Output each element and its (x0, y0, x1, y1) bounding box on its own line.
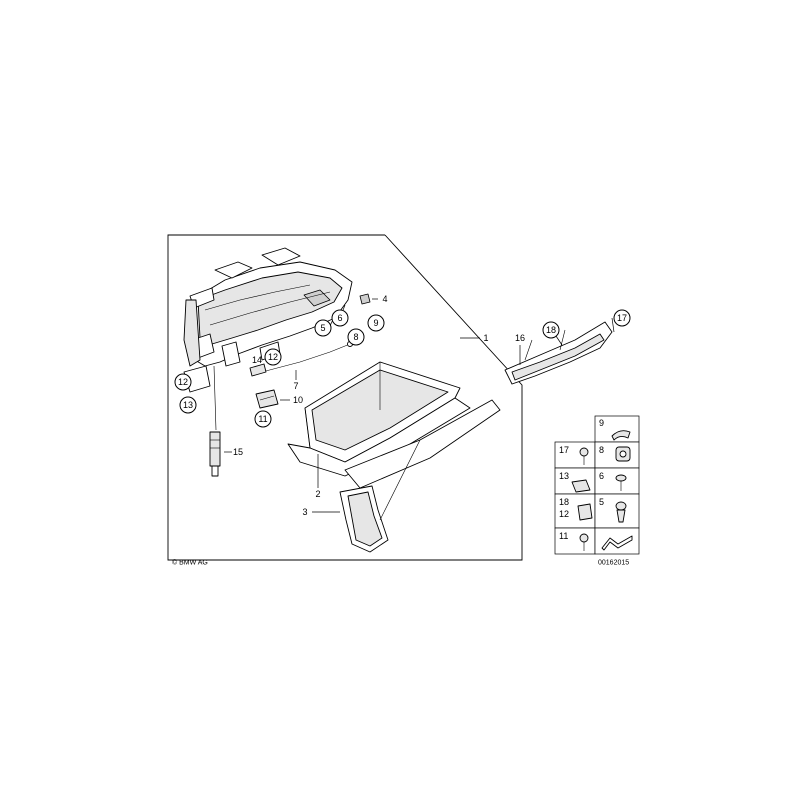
svg-text:6: 6 (337, 313, 342, 323)
svg-text:12: 12 (268, 352, 278, 362)
clip-4-part (359, 293, 371, 305)
legend-label-5: 5 (599, 497, 604, 507)
callout-16: 16 (515, 333, 525, 343)
fastener-legend: 9 17 8 13 6 18 12 5 (554, 415, 640, 555)
callout-12-upper: 12 (264, 348, 282, 366)
callout-3: 3 (302, 507, 307, 517)
legend-label-18: 18 (559, 497, 569, 507)
svg-text:9: 9 (373, 318, 378, 328)
callout-12-left: 12 (174, 373, 192, 391)
push-pin-icon (615, 474, 627, 491)
svg-text:12: 12 (178, 377, 188, 387)
copyright-label: © BMW AG (172, 559, 208, 567)
screw-11-icon (579, 533, 589, 551)
legend-label-17: 17 (559, 445, 569, 455)
legend-label-12: 12 (559, 509, 569, 519)
clip-icon (611, 430, 631, 441)
glovebox-part (287, 361, 471, 477)
main-frame (167, 234, 523, 561)
svg-text:4: 4 (382, 294, 387, 304)
callout-1: 1 (483, 333, 488, 343)
svg-text:8: 8 (353, 332, 358, 342)
support-frame-part (183, 247, 353, 431)
callout-13: 13 (179, 396, 197, 414)
cable-7-part (261, 343, 351, 373)
legend-label-6: 6 (599, 471, 604, 481)
svg-text:18: 18 (546, 325, 556, 335)
screw-icon (579, 447, 589, 465)
callout-17: 17 (613, 309, 631, 327)
svg-text:3: 3 (302, 507, 307, 517)
callout-8: 8 (347, 328, 365, 346)
legend-label-8: 8 (599, 445, 604, 455)
svg-text:10: 10 (293, 395, 303, 405)
callout-4: 4 (382, 294, 387, 304)
svg-text:15: 15 (233, 447, 243, 457)
svg-text:16: 16 (515, 333, 525, 343)
svg-text:11: 11 (258, 414, 267, 424)
arrow-icon (601, 535, 633, 551)
nut-icon (615, 446, 631, 462)
spring-14-part (249, 363, 267, 377)
callout-14: 14 (252, 355, 262, 365)
trim-16-part (504, 321, 613, 385)
svg-text:2: 2 (315, 489, 320, 499)
bracket-clip-icon (571, 479, 591, 493)
damper-15-part (209, 431, 221, 477)
svg-text:5: 5 (320, 323, 325, 333)
svg-text:1: 1 (483, 333, 488, 343)
callout-2: 2 (315, 489, 320, 499)
svg-text:14: 14 (252, 355, 262, 365)
callout-10: 10 (293, 395, 303, 405)
callout-11: 11 (254, 410, 272, 428)
callout-7: 7 (293, 381, 298, 391)
callout-6: 6 (331, 309, 349, 327)
spring-clip-icon (577, 503, 593, 521)
callout-18: 18 (542, 321, 560, 339)
callout-5: 5 (314, 319, 332, 337)
svg-text:17: 17 (617, 313, 627, 323)
legend-label-13: 13 (559, 471, 569, 481)
rivet-icon (615, 501, 627, 523)
latch-10-part (255, 389, 279, 409)
drawing-number: 00162015 (598, 560, 629, 567)
callout-9: 9 (367, 314, 385, 332)
svg-text:7: 7 (293, 381, 298, 391)
glovebox-lid-part (339, 399, 501, 553)
callout-15: 15 (233, 447, 243, 457)
legend-label-9: 9 (599, 418, 604, 428)
svg-text:13: 13 (183, 400, 193, 410)
legend-label-11: 11 (559, 531, 568, 541)
